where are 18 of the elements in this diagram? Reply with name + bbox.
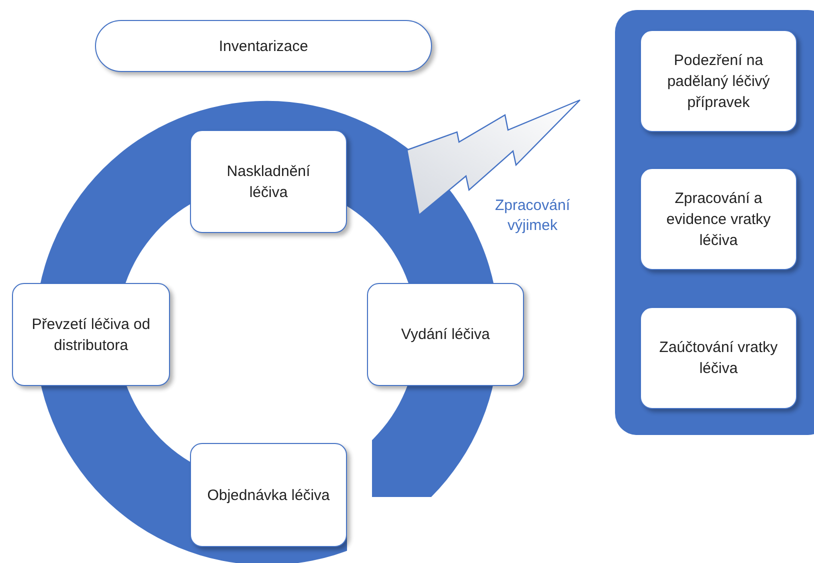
process-box xyxy=(640,307,797,409)
process-box xyxy=(640,168,797,270)
process-box xyxy=(640,30,797,132)
node-label: Převzetí léčiva od distributora xyxy=(30,314,152,356)
process-box xyxy=(12,283,170,386)
pill-box xyxy=(95,20,432,72)
node-label: Inventarizace xyxy=(218,36,310,56)
node-label: Zpracování a evidence vratky léčiva xyxy=(665,188,772,250)
annotation-text: Zpracování výjimek xyxy=(494,196,572,235)
node-label: Zaúčtování vratky léčiva xyxy=(658,338,779,379)
process-box xyxy=(190,130,347,233)
node-label: Podezření na padělaný léčivý přípravek xyxy=(666,50,771,112)
process-box xyxy=(367,283,524,386)
node-label: Naskladnění léčiva xyxy=(226,162,312,202)
node-label: Vydání léčiva xyxy=(400,325,491,345)
process-box xyxy=(190,443,347,547)
side-panel xyxy=(615,10,814,435)
node-label: Objednávka léčiva xyxy=(206,486,331,506)
